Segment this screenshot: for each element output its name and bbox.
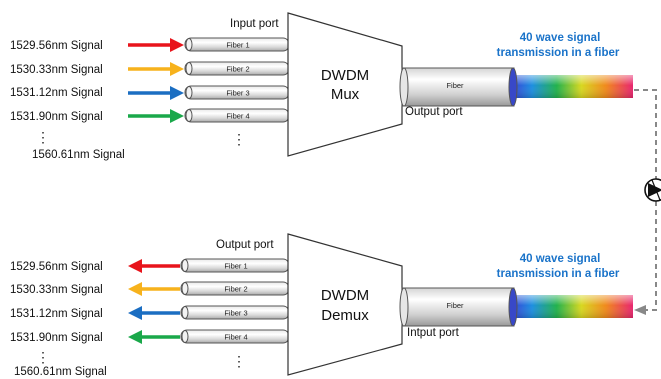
demux-fiber-1-label: Fiber 1 bbox=[224, 262, 247, 271]
demux-fiber-3-label: Fiber 3 bbox=[224, 309, 247, 318]
demux-output-port-label: Output port bbox=[216, 239, 274, 251]
demux-block bbox=[287, 233, 403, 376]
demux-title-line1: DWDM bbox=[321, 287, 369, 304]
amplifier-icon bbox=[644, 178, 661, 202]
mux-fiber-3-label: Fiber 3 bbox=[226, 89, 249, 98]
mux-arrow-3 bbox=[128, 86, 184, 100]
mux-output-fiber-label: Fiber bbox=[446, 81, 464, 90]
mux-title-line1: DWDM bbox=[321, 67, 369, 84]
mux-fiber-1-label: Fiber 1 bbox=[226, 41, 249, 50]
mux-fiber-2: Fiber 2 bbox=[184, 61, 290, 76]
demux-signal-3-label: 1531.12nm Signal bbox=[10, 308, 103, 320]
mux-signal-1-label: 1529.56nm Signal bbox=[10, 40, 103, 52]
demux-title-line2: Demux bbox=[321, 307, 369, 324]
demux-input-fiber-label: Fiber bbox=[446, 301, 464, 310]
demux-signal-ellipsis: ⋮ bbox=[36, 349, 50, 365]
mux-input-port-label: Input port bbox=[230, 18, 279, 30]
demux-signal-4-label: 1531.90nm Signal bbox=[10, 332, 103, 344]
demux-signal-last-label: 1560.61nm Signal bbox=[14, 366, 107, 378]
mux-fiber-2-label: Fiber 2 bbox=[226, 65, 249, 74]
demux-signal-1-label: 1529.56nm Signal bbox=[10, 261, 103, 273]
demux-fiber-1: Fiber 1 bbox=[180, 258, 290, 273]
demux-arrow-2 bbox=[128, 282, 180, 296]
mux-wave-label-line1: 40 wave signal bbox=[520, 32, 601, 44]
demux-fiber-ellipsis: ⋮ bbox=[232, 353, 246, 369]
demux-input-fiber: Fiber bbox=[399, 287, 515, 327]
mux-output-fiber: Fiber bbox=[399, 67, 515, 107]
demux-wave-label-line1: 40 wave signal bbox=[520, 253, 601, 265]
demux-signal-2-label: 1530.33nm Signal bbox=[10, 284, 103, 296]
demux-arrow-1 bbox=[128, 259, 180, 273]
mux-wave-label-line2: transmission in a fiber bbox=[497, 47, 620, 59]
link-connector bbox=[634, 89, 657, 315]
demux-fiber-4-label: Fiber 4 bbox=[224, 333, 247, 342]
mux-arrow-2 bbox=[128, 62, 184, 76]
demux-arrow-4 bbox=[128, 330, 180, 344]
mux-signal-last-label: 1560.61nm Signal bbox=[32, 149, 125, 161]
mux-arrow-1 bbox=[128, 38, 184, 52]
demux-wave-label-line2: transmission in a fiber bbox=[497, 268, 620, 280]
mux-rainbow-beam bbox=[508, 67, 633, 107]
mux-signal-3-label: 1531.12nm Signal bbox=[10, 87, 103, 99]
mux-fiber-1: Fiber 1 bbox=[184, 37, 290, 52]
mux-section: Input port 1529.56nm Signal 1530.33nm Si… bbox=[10, 12, 633, 161]
mux-fiber-4: Fiber 4 bbox=[184, 108, 290, 123]
demux-fiber-4: Fiber 4 bbox=[180, 329, 290, 344]
mux-signal-4-label: 1531.90nm Signal bbox=[10, 111, 103, 123]
demux-arrow-3 bbox=[128, 306, 180, 320]
demux-fiber-2: Fiber 2 bbox=[180, 281, 290, 296]
mux-fiber-3: Fiber 3 bbox=[184, 85, 290, 100]
demux-fiber-3: Fiber 3 bbox=[180, 305, 290, 320]
demux-section: Output port 1529.56nm Signal 1530.33nm S… bbox=[10, 233, 633, 378]
mux-signal-2-label: 1530.33nm Signal bbox=[10, 64, 103, 76]
mux-signal-ellipsis: ⋮ bbox=[36, 129, 50, 145]
mux-fiber-ellipsis: ⋮ bbox=[232, 131, 246, 147]
demux-input-port-label: Intput port bbox=[407, 327, 460, 339]
link-arrowhead bbox=[634, 305, 646, 315]
mux-arrow-4 bbox=[128, 109, 184, 123]
mux-title-line2: Mux bbox=[331, 86, 360, 103]
mux-output-port-label: Output port bbox=[405, 106, 463, 118]
mux-fiber-4-label: Fiber 4 bbox=[226, 112, 249, 121]
demux-fiber-2-label: Fiber 2 bbox=[224, 285, 247, 294]
demux-rainbow-beam bbox=[508, 287, 633, 327]
mux-block bbox=[287, 12, 403, 157]
